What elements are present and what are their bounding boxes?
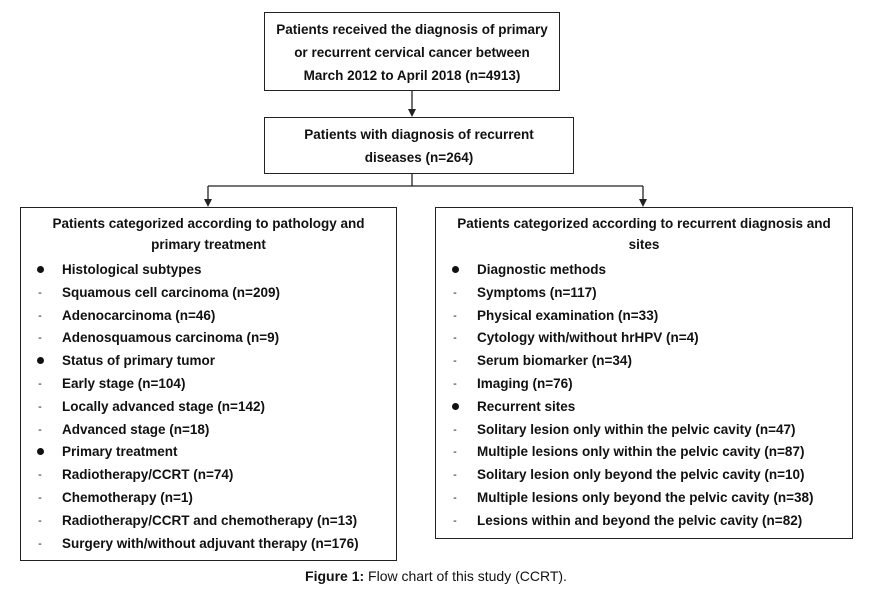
list-item-text: Advanced stage (n=18) — [62, 421, 210, 437]
box-top-line-2: or recurrent cervical cancer between — [294, 45, 530, 60]
list-item-text: Solitary lesion only within the pelvic c… — [477, 421, 796, 437]
list-item-text: Primary treatment — [62, 444, 178, 460]
list-item: - Adenocarcinoma (n=46) — [21, 305, 396, 328]
dash-marker-icon: - — [453, 377, 457, 390]
list-item-text: Imaging (n=76) — [477, 375, 573, 391]
list-item: - Physical examination (n=33) — [436, 305, 852, 328]
panel-pathology-treatment: Patients categorized according to pathol… — [20, 207, 397, 561]
list-item-text: Multiple lesions only beyond the pelvic … — [477, 489, 814, 505]
dash-marker-icon: - — [38, 491, 42, 504]
panel-left-title: Patients categorized according to pathol… — [21, 213, 396, 255]
bullet-dot-icon — [33, 350, 47, 373]
list-item: - Cytology with/without hrHPV (n=4) — [436, 327, 852, 350]
list-item-text: Squamous cell carcinoma (n=209) — [62, 284, 280, 300]
box-mid-line-2: diseases (n=264) — [364, 150, 474, 165]
list-section-heading: Primary treatment — [21, 441, 396, 464]
caption-label: Figure 1: — [305, 568, 365, 584]
dash-marker-icon: - — [38, 514, 42, 527]
list-item-text: Adenosquamous carcinoma (n=9) — [62, 330, 280, 346]
list-item: - Surgery with/without adjuvant therapy (… — [21, 533, 396, 556]
list-item-text: Early stage (n=104) — [62, 375, 186, 391]
list-item: - Symptoms (n=117) — [436, 282, 852, 305]
list-item: - Lesions within and beyond the pelvic ca… — [436, 510, 852, 533]
caption-text: Flow chart of this study (CCRT). — [364, 568, 567, 584]
box-recurrent-diagnosis: Patients with diagnosis of recurrent dis… — [264, 117, 574, 174]
list-item: - Radiotherapy/CCRT (n=74) — [21, 464, 396, 487]
panel-right-title-line-2: sites — [628, 237, 660, 252]
box-initial-diagnosis: Patients received the diagnosis of prima… — [264, 12, 560, 91]
panel-left-list: Histological subtypes - Squamous cell carc… — [21, 259, 396, 555]
list-section-heading: Status of primary tumor — [21, 350, 396, 373]
bullet-dot-icon — [33, 441, 47, 464]
list-item-text: Diagnostic methods — [477, 262, 607, 277]
list-section-heading: Recurrent sites — [436, 396, 852, 419]
list-item: - Early stage (n=104) — [21, 373, 396, 396]
list-item-text: Radiotherapy/CCRT and chemotherapy (n=13… — [62, 512, 358, 528]
bullet-dot-icon — [448, 396, 462, 419]
list-item: - Chemotherapy (n=1) — [21, 487, 396, 510]
panel-right-title-line-1: Patients categorized according to recurr… — [457, 216, 831, 231]
list-item: - Multiple lesions only beyond the pelvic… — [436, 487, 852, 510]
list-item-text: Serum biomarker (n=34) — [477, 353, 632, 369]
list-item: - Radiotherapy/CCRT and chemotherapy (n=1… — [21, 510, 396, 533]
panel-left-title-line-1: Patients categorized according to pathol… — [52, 216, 365, 231]
dash-marker-icon: - — [453, 286, 457, 299]
dash-marker-icon: - — [453, 355, 457, 368]
list-item: - Squamous cell carcinoma (n=209) — [21, 282, 396, 305]
dash-marker-icon: - — [453, 469, 457, 482]
list-item-text: Radiotherapy/CCRT (n=74) — [62, 467, 234, 483]
dash-marker-icon: - — [453, 332, 457, 345]
list-item-text: Cytology with/without hrHPV (n=4) — [477, 330, 699, 346]
list-item: - Imaging (n=76) — [436, 373, 852, 396]
dash-marker-icon: - — [453, 309, 457, 322]
dash-marker-icon: - — [38, 400, 42, 413]
box-top-line-3: March 2012 to April 2018 (n=4913) — [303, 68, 521, 83]
list-item: - Solitary lesion only beyond the pelvic … — [436, 464, 852, 487]
bullet-dot-icon — [448, 259, 462, 282]
list-item-text: Status of primary tumor — [62, 353, 216, 369]
dash-marker-icon: - — [38, 309, 42, 322]
list-item-text: Locally advanced stage (n=142) — [62, 398, 265, 414]
list-section-heading: Diagnostic methods — [436, 259, 852, 282]
bullet-dot-icon — [33, 259, 47, 282]
list-item-text: Lesions within and beyond the pelvic cav… — [477, 512, 803, 528]
panel-left-title-line-2: primary treatment — [151, 237, 266, 252]
list-item-text: Multiple lesions only within the pelvic … — [477, 444, 805, 460]
dash-marker-icon: - — [38, 537, 42, 550]
dash-marker-icon: - — [38, 286, 42, 299]
dash-marker-icon: - — [38, 469, 42, 482]
list-item: - Adenosquamous carcinoma (n=9) — [21, 327, 396, 350]
list-item-text: Histological subtypes — [62, 262, 202, 277]
dash-marker-icon: - — [38, 423, 42, 436]
list-item-text: Solitary lesion only beyond the pelvic c… — [477, 467, 805, 483]
dash-marker-icon: - — [453, 514, 457, 527]
dash-marker-icon: - — [453, 491, 457, 504]
list-section-heading: Histological subtypes — [21, 259, 396, 282]
box-top-line-1: Patients received the diagnosis of prima… — [276, 22, 548, 37]
dash-marker-icon: - — [38, 332, 42, 345]
panel-recurrent-diagnosis-sites: Patients categorized according to recurr… — [435, 207, 853, 539]
list-item-text: Physical examination (n=33) — [477, 307, 659, 323]
dash-marker-icon: - — [453, 446, 457, 459]
list-item: - Locally advanced stage (n=142) — [21, 396, 396, 419]
dash-marker-icon: - — [38, 377, 42, 390]
panel-right-title: Patients categorized according to recurr… — [436, 213, 852, 255]
box-mid-line-1: Patients with diagnosis of recurrent — [304, 127, 534, 142]
list-item-text: Surgery with/without adjuvant therapy (n… — [62, 535, 359, 551]
list-item: - Multiple lesions only within the pelvic… — [436, 441, 852, 464]
list-item-text: Adenocarcinoma (n=46) — [62, 307, 216, 323]
list-item-text: Recurrent sites — [477, 398, 576, 414]
list-item: - Solitary lesion only within the pelvic … — [436, 419, 852, 442]
list-item-text: Chemotherapy (n=1) — [62, 489, 193, 505]
list-item: - Serum biomarker (n=34) — [436, 350, 852, 373]
figure-caption: Figure 1: Flow chart of this study (CCRT… — [0, 568, 872, 584]
dash-marker-icon: - — [453, 423, 457, 436]
list-item: - Advanced stage (n=18) — [21, 419, 396, 442]
panel-right-list: Diagnostic methods - Symptoms (n=117) - Phys… — [436, 259, 852, 533]
list-item-text: Symptoms (n=117) — [477, 284, 597, 300]
